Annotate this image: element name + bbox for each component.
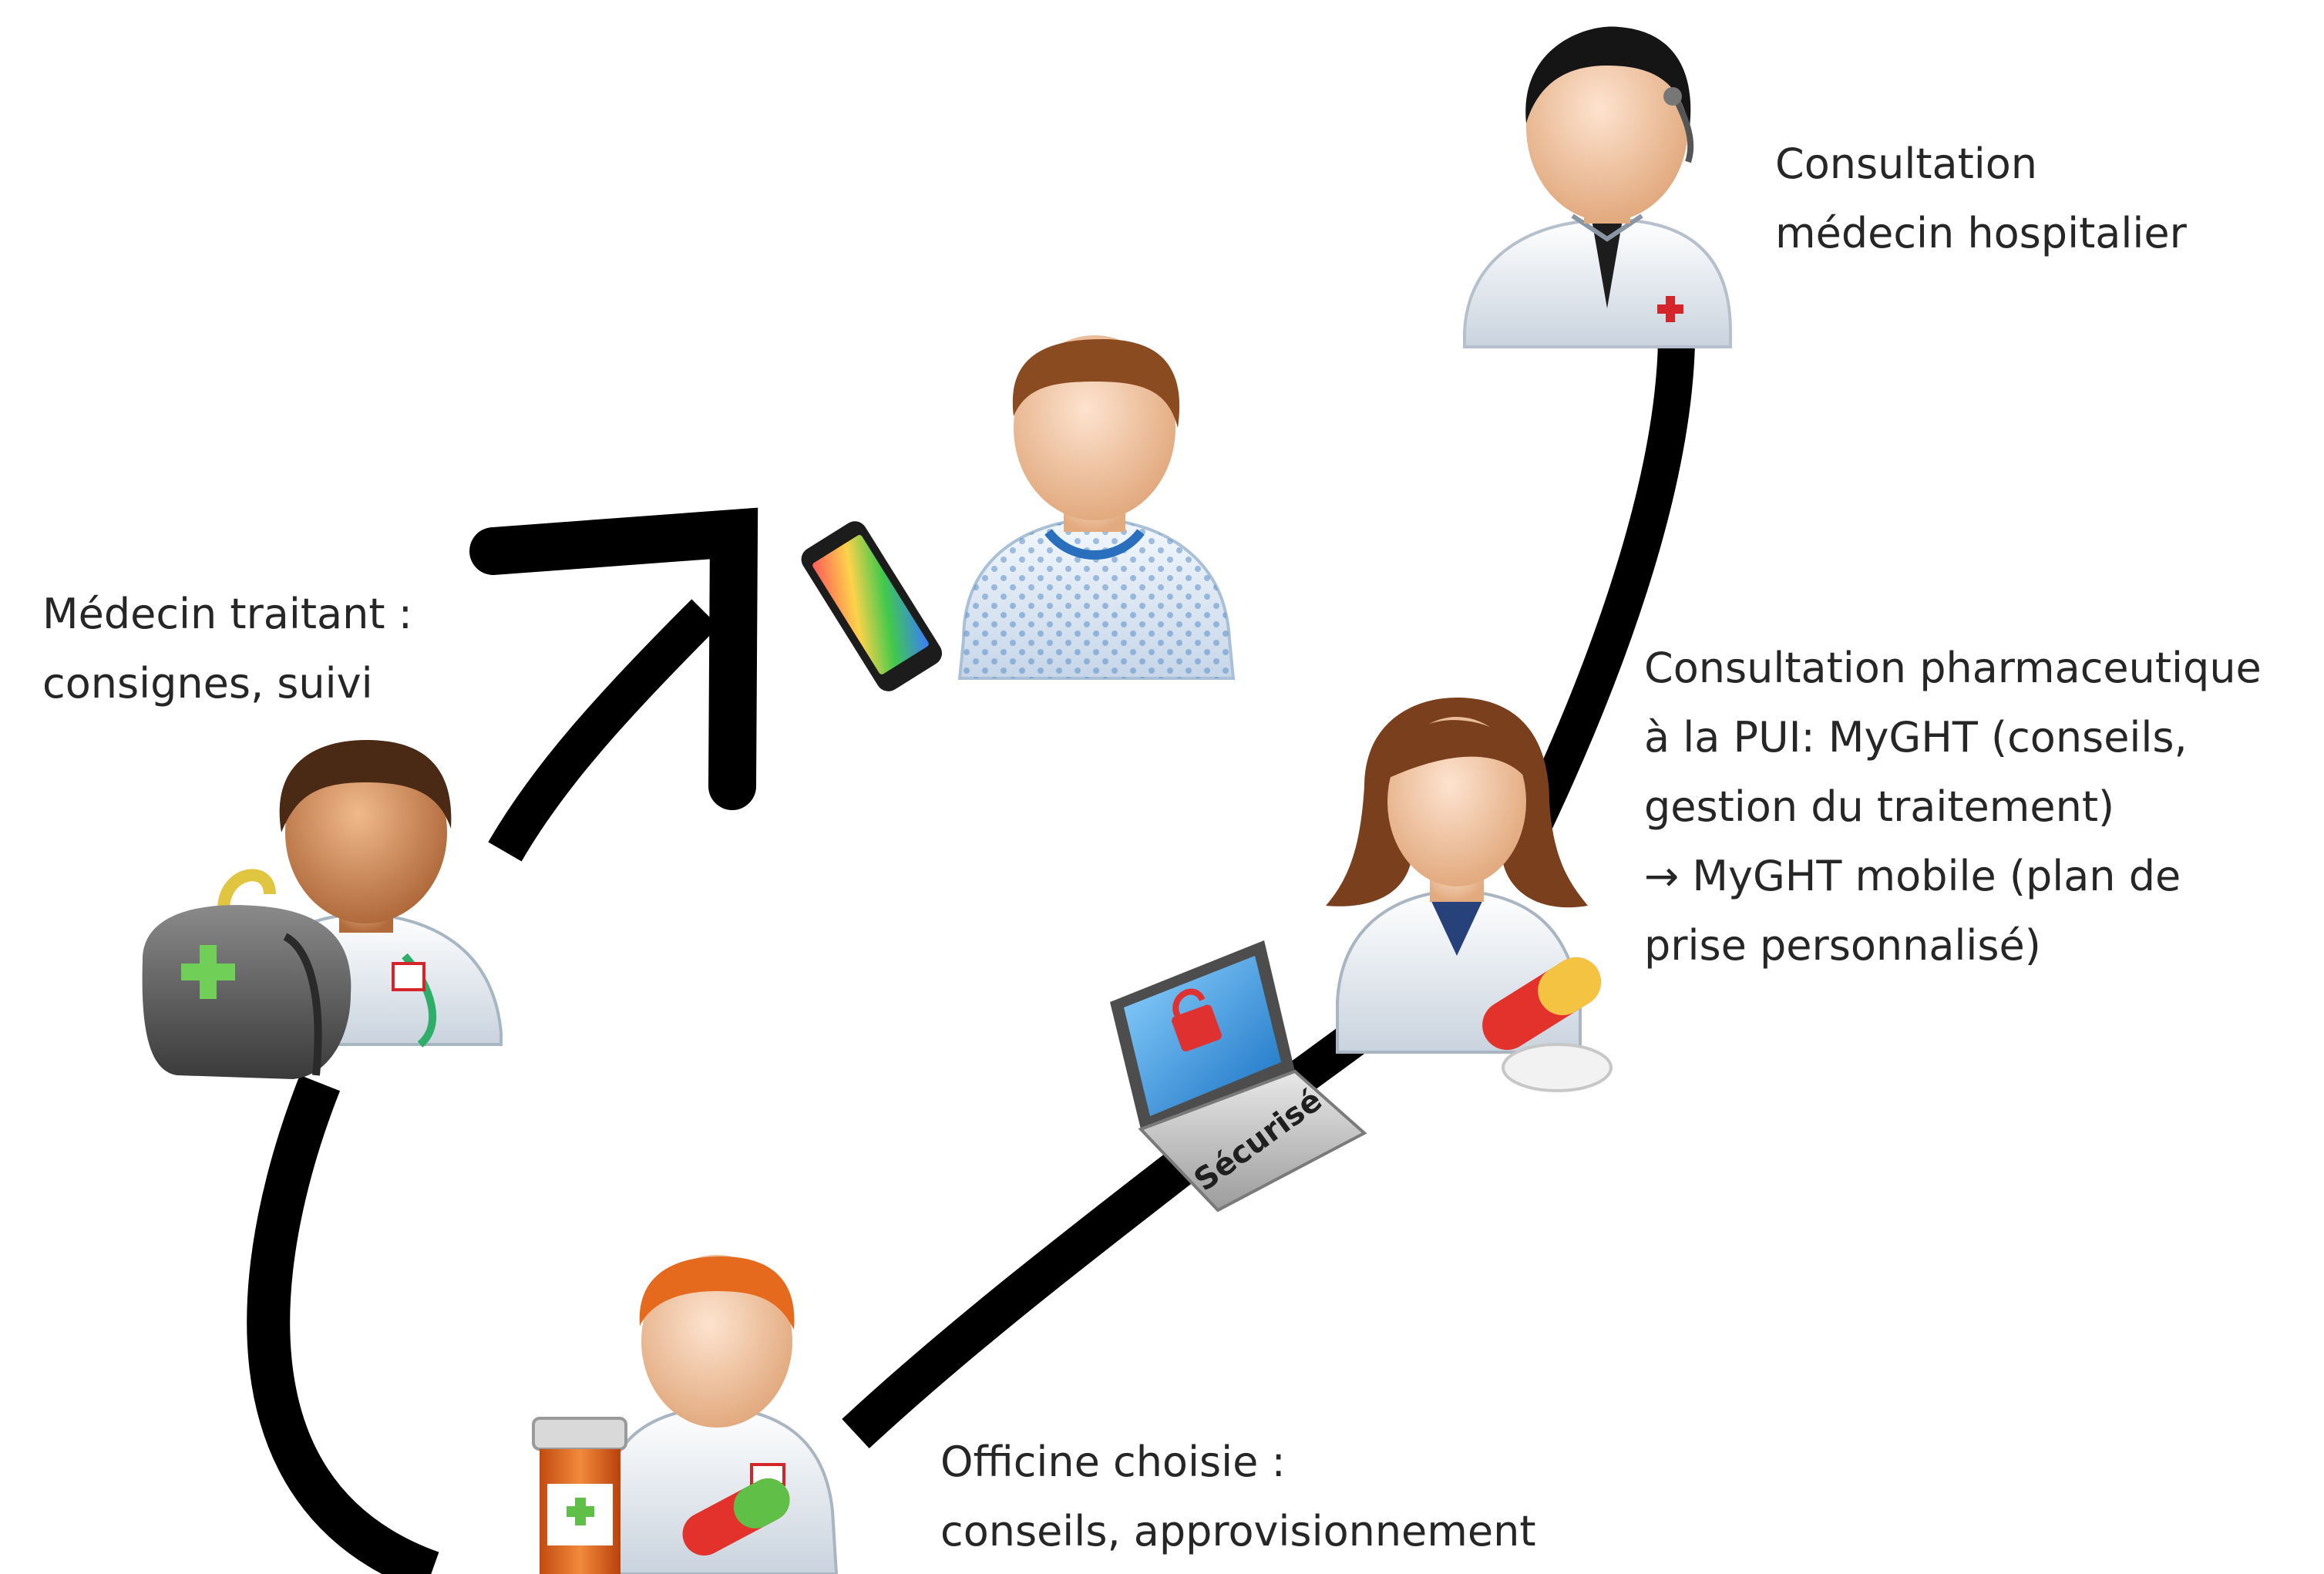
path-doctor-to-patient xyxy=(488,599,719,862)
hospital-pharmacy-label-line5: prise personnalisé) xyxy=(1644,921,2041,970)
general-practitioner-icon xyxy=(237,740,503,1048)
hospital-pharmacy-label-line1: Consultation pharmaceutique xyxy=(1644,644,2262,692)
community-pharmacist-icon xyxy=(595,1255,839,1574)
hospital-pharmacy-label-line3: gestion du traitement) xyxy=(1644,782,2115,831)
smartphone-icon xyxy=(801,521,942,691)
arrow-head-to-patient xyxy=(469,507,758,810)
treating-doctor-label-line1: Médecin traitant : xyxy=(42,590,412,638)
path-hospital-to-pharmacy xyxy=(1512,325,1695,851)
hospital-pharmacy-label-line4: → MyGHT mobile (plan de xyxy=(1644,852,2181,900)
officine-label: Officine choisie : conseils, approvision… xyxy=(940,1428,1536,1566)
hospital-doctor-label-line2: médecin hospitalier xyxy=(1775,209,2187,257)
hospital-doctor-icon xyxy=(1463,26,1732,348)
path-laptop-to-officine xyxy=(842,1125,1226,1449)
hospital-doctor-label-line1: Consultation xyxy=(1775,140,2038,188)
hospital-doctor-label: Consultation médecin hospitalier xyxy=(1775,129,2187,268)
officine-label-line1: Officine choisie : xyxy=(940,1438,1286,1486)
patient-icon xyxy=(957,335,1236,680)
hospital-pharmacy-label-line2: à la PUI: MyGHT (conseils, xyxy=(1644,713,2188,762)
treating-doctor-label-line2: consignes, suivi xyxy=(42,659,373,708)
pills-icon xyxy=(1482,957,1613,1092)
path-doctor-to-officine xyxy=(247,1075,439,1574)
medical-bag-icon xyxy=(142,869,351,1079)
hospital-pharmacy-label: Consultation pharmaceutique à la PUI: My… xyxy=(1644,634,2262,980)
treating-doctor-label: Médecin traitant : consignes, suivi xyxy=(42,580,412,718)
medicine-bottle-icon xyxy=(532,1417,627,1574)
officine-label-line2: conseils, approvisionnement xyxy=(940,1507,1536,1556)
